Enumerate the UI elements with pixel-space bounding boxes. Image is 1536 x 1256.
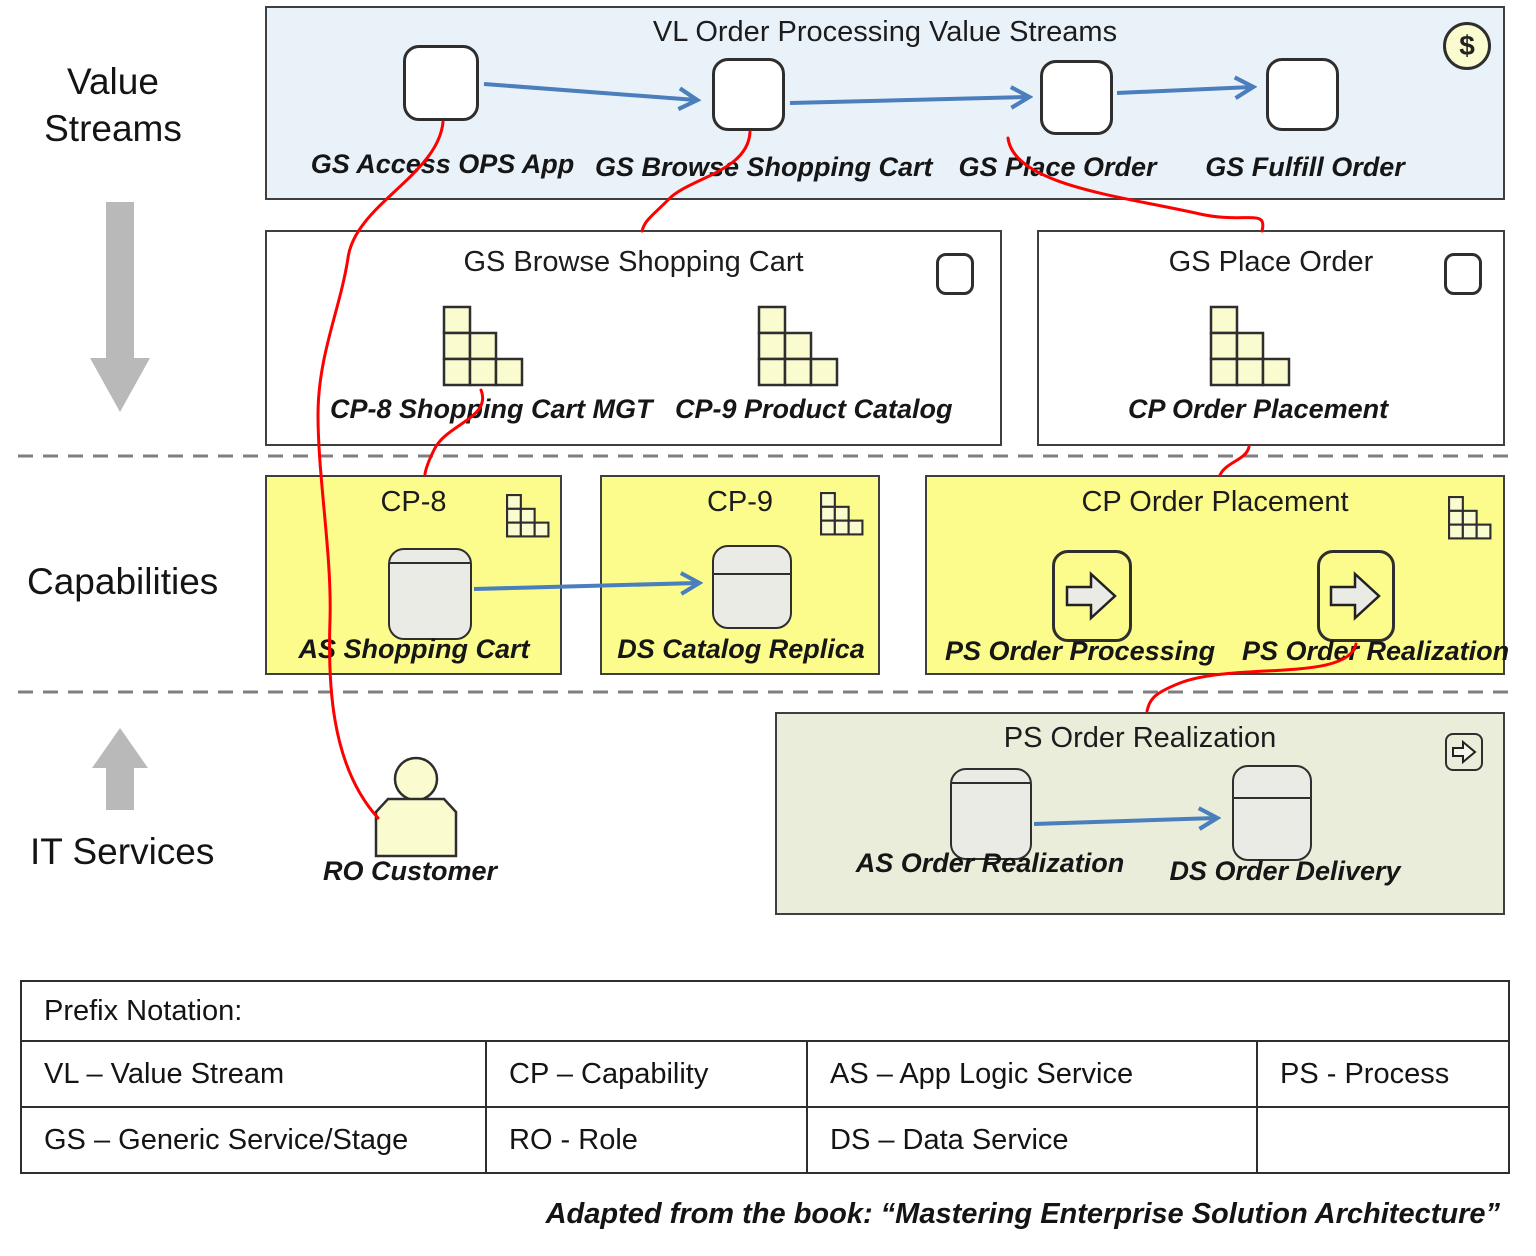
legend-cell-cp: CP – Capability — [487, 1042, 808, 1106]
relation-line-access-app-to-customer — [316, 120, 445, 820]
lane-down-arrow-icon — [90, 202, 150, 412]
process-shape-ps-order-realization — [1317, 550, 1395, 642]
value-streams-box-title: VL Order Processing Value Streams — [652, 16, 1118, 48]
block-arrow-icon — [1452, 740, 1477, 764]
gs-place-box-title: GS Place Order — [1168, 246, 1374, 278]
service-label-as-order-realization: AS Order Realization — [855, 848, 1125, 878]
lane-label-capabilities: Capabilities — [27, 561, 219, 602]
ps-order-realization-box — [775, 712, 1505, 915]
stage-shape-fulfill-order — [1266, 58, 1339, 131]
legend-cell-vl: VL – Value Stream — [22, 1042, 487, 1106]
data-service-shape-ds-order-delivery — [1232, 765, 1312, 861]
legend-cell-as: AS – App Logic Service — [808, 1042, 1258, 1106]
data-service-divider — [1234, 797, 1310, 799]
capability-stairs-icon-small — [820, 492, 864, 536]
app-service-top-bar — [390, 562, 470, 564]
money-badge-icon: $ — [1443, 22, 1491, 70]
person-role-icon — [370, 755, 465, 860]
legend-cell-ps: PS - Process — [1280, 1057, 1450, 1090]
service-label-ps-order-processing: PS Order Processing — [945, 636, 1216, 666]
lane-up-arrow-icon — [92, 728, 148, 810]
capability-label-cp-order-placement: CP Order Placement — [1128, 394, 1389, 424]
stage-label-browse-shopping-cart: GS Browse Shopping Cart — [595, 152, 933, 182]
process-corner-icon — [1445, 733, 1483, 771]
cp-order-placement-box — [925, 475, 1505, 675]
stage-shape-access-ops-app — [403, 45, 479, 121]
stage-corner-icon — [1444, 253, 1482, 295]
service-label-ds-order-delivery: DS Order Delivery — [1169, 856, 1401, 886]
legend-cell-gs: GS – Generic Service/Stage — [22, 1108, 487, 1172]
prefix-notation-table: Prefix Notation: VL – Value Stream CP – … — [20, 980, 1510, 1174]
legend-row: GS – Generic Service/Stage RO - Role DS … — [22, 1108, 1508, 1172]
relation-line-place-box-to-cp-order-box — [1218, 445, 1251, 477]
cp9-box-title: CP-9 — [706, 486, 774, 518]
stage-label-fulfill-order: GS Fulfill Order — [1205, 152, 1405, 182]
capability-stairs-icon-small — [1448, 496, 1492, 540]
capability-stairs-icon-small — [506, 494, 550, 538]
lane-label-it-services: IT Services — [30, 831, 215, 872]
legend-cell-empty — [1258, 1108, 1508, 1172]
ps-order-realization-title: PS Order Realization — [1003, 722, 1277, 754]
lane-label-value-streams: Value Streams — [44, 61, 182, 149]
legend-row: VL – Value Stream CP – Capability AS – A… — [22, 1042, 1508, 1108]
stage-shape-place-order — [1040, 60, 1113, 135]
role-label-customer: RO Customer — [322, 856, 498, 886]
stage-label-place-order: GS Place Order — [958, 152, 1157, 182]
app-service-top-bar — [952, 782, 1030, 784]
capability-label-cp8-shopping-cart-mgt: CP-8 Shopping Cart MGT — [330, 394, 653, 424]
stage-corner-icon — [936, 253, 974, 295]
gs-place-order-box — [1037, 230, 1505, 446]
capability-stairs-icon — [757, 305, 840, 388]
stage-label-access-ops-app: GS Access OPS App — [310, 149, 575, 179]
stage-shape-browse-shopping-cart — [712, 58, 785, 131]
process-shape-ps-order-processing — [1052, 550, 1132, 642]
legend-header: Prefix Notation: — [22, 982, 1508, 1042]
legend-cell-ds: DS – Data Service — [808, 1108, 1258, 1172]
data-service-divider — [714, 573, 790, 575]
dollar-sign: $ — [1459, 30, 1475, 61]
app-service-shape-as-order-realization — [950, 768, 1032, 860]
gs-browse-box-title: GS Browse Shopping Cart — [463, 246, 804, 278]
data-service-shape-ds-catalog-replica — [712, 545, 792, 629]
capability-label-cp9-product-catalog: CP-9 Product Catalog — [675, 394, 953, 424]
service-label-ps-order-realization: PS Order Realization — [1242, 636, 1510, 666]
attribution-text: Adapted from the book: “Mastering Enterp… — [545, 1198, 1500, 1230]
legend-cell-ro: RO - Role — [487, 1108, 808, 1172]
capability-stairs-icon — [442, 305, 525, 388]
capability-stairs-icon — [1209, 305, 1292, 388]
service-label-as-shopping-cart: AS Shopping Cart — [298, 634, 530, 664]
block-arrow-icon — [1065, 571, 1117, 621]
app-service-shape-as-shopping-cart — [388, 548, 472, 640]
block-arrow-icon — [1329, 571, 1381, 621]
cp-order-placement-title: CP Order Placement — [1081, 486, 1349, 518]
service-label-ds-catalog-replica: DS Catalog Replica — [617, 634, 865, 664]
